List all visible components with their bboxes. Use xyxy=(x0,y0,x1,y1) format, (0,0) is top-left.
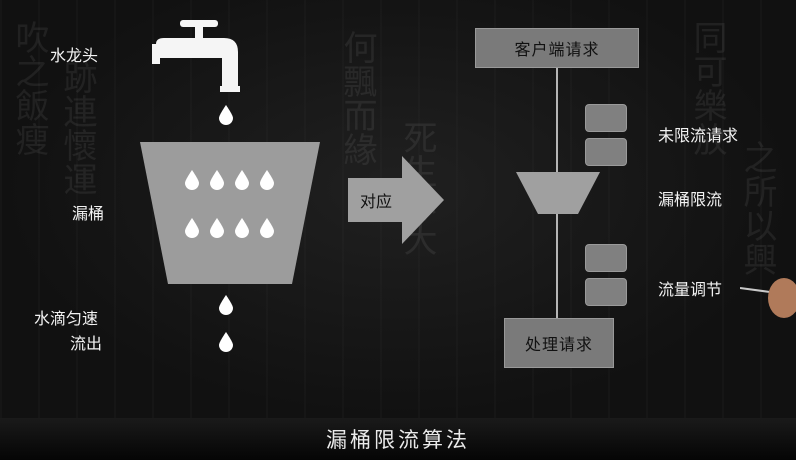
footer-bar: 漏桶限流算法 xyxy=(0,418,796,460)
footer-title: 漏桶限流算法 xyxy=(326,428,470,452)
request-block xyxy=(585,278,627,306)
flow-control-label: 流量调节 xyxy=(658,280,723,299)
process-request-box: 处理请求 xyxy=(504,318,614,368)
drop-icon xyxy=(219,105,233,125)
faucet-label: 水龙头 xyxy=(50,46,99,65)
drop-icon xyxy=(219,332,233,352)
drop-icon xyxy=(219,295,233,315)
bucket-label: 漏桶 xyxy=(72,204,105,223)
drip-label-line2: 流出 xyxy=(70,334,103,353)
drip-label-line1: 水滴匀速 xyxy=(34,309,99,328)
client-request-box: 客户端请求 xyxy=(475,28,639,68)
faucet-icon xyxy=(152,20,240,92)
request-block xyxy=(585,138,627,166)
bucket-drops xyxy=(180,170,280,254)
bucket-shape xyxy=(140,142,320,284)
request-block xyxy=(585,104,627,132)
presenter-hand-icon xyxy=(740,278,796,318)
request-block xyxy=(585,244,627,272)
arrow-right-icon xyxy=(348,156,444,244)
arrow-label: 对应 xyxy=(360,192,393,211)
bucket-limit-label: 漏桶限流 xyxy=(658,190,723,209)
funnel-shape xyxy=(516,172,600,214)
unlimited-request-label: 未限流请求 xyxy=(658,126,739,145)
